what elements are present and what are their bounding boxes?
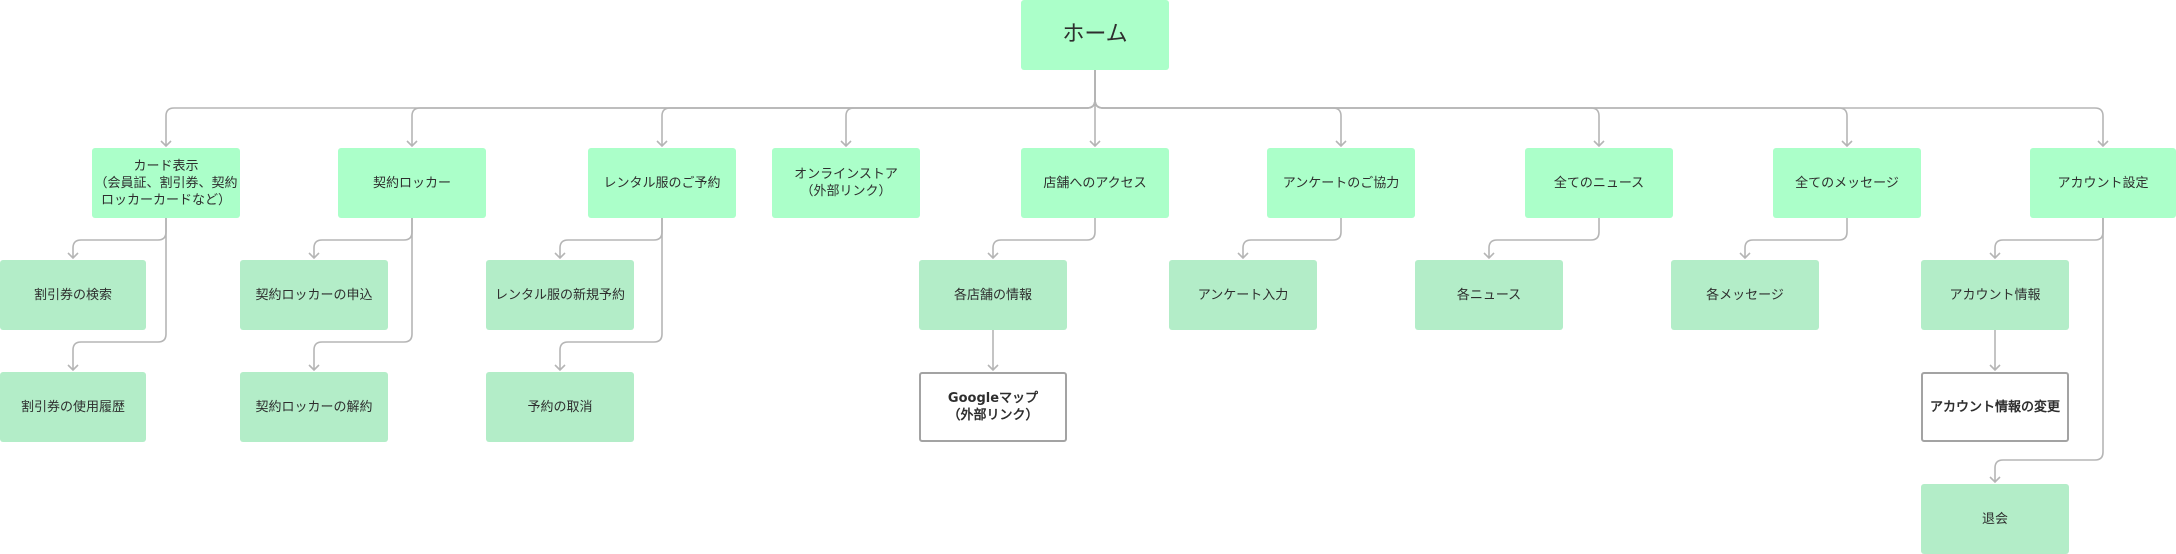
node-card-display: カード表示 （会員証、割引券、契約 ロッカーカードなど） <box>92 148 240 218</box>
node-each-message: 各メッセージ <box>1671 260 1819 330</box>
edge-access-store-info <box>987 218 1096 260</box>
node-all-news: 全てのニュース <box>1525 148 1673 218</box>
node-account-info: アカウント情報 <box>1921 260 2069 330</box>
edge-rental-new <box>554 218 663 260</box>
edge-account-withdraw <box>1989 218 2104 484</box>
node-survey: アンケートのご協力 <box>1267 148 1415 218</box>
node-home: ホーム <box>1021 0 1169 70</box>
node-account-settings: アカウント設定 <box>2030 148 2176 218</box>
edge-locker-cancel <box>308 218 413 372</box>
node-rental-new: レンタル服の新規予約 <box>486 260 634 330</box>
node-each-news: 各ニュース <box>1415 260 1563 330</box>
node-store-access: 店舗へのアクセス <box>1021 148 1169 218</box>
edge-news-each <box>1483 218 1600 260</box>
edge-survey-input <box>1237 218 1342 260</box>
node-account-change: アカウント情報の変更 <box>1921 372 2069 442</box>
edge-store-info-google-map <box>987 330 999 372</box>
node-locker-apply: 契約ロッカーの申込 <box>240 260 388 330</box>
edge-home-store <box>840 70 1096 148</box>
node-online-store: オンラインストア （外部リンク） <box>772 148 920 218</box>
node-survey-input: アンケート入力 <box>1169 260 1317 330</box>
edge-locker-apply <box>308 218 413 260</box>
edge-messages-each <box>1739 218 1848 260</box>
node-rental-cancel: 予約の取消 <box>486 372 634 442</box>
node-coupon-search: 割引券の検索 <box>0 260 146 330</box>
node-locker-cancel: 契約ロッカーの解約 <box>240 372 388 442</box>
node-google-map: Googleマップ （外部リンク） <box>919 372 1067 442</box>
edge-account-info-change <box>1989 330 2001 372</box>
node-contract-locker: 契約ロッカー <box>338 148 486 218</box>
node-rental-reservation: レンタル服のご予約 <box>588 148 736 218</box>
edge-rental-cancel <box>554 218 663 372</box>
node-coupon-history: 割引券の使用履歴 <box>0 372 146 442</box>
edge-card-coupon-search <box>67 218 167 260</box>
edge-account-info <box>1989 218 2104 260</box>
node-store-info: 各店舗の情報 <box>919 260 1067 330</box>
edge-home-account <box>1094 70 2109 148</box>
edge-card-coupon-history <box>67 218 167 372</box>
node-withdraw: 退会 <box>1921 484 2069 554</box>
node-all-messages: 全てのメッセージ <box>1773 148 1921 218</box>
